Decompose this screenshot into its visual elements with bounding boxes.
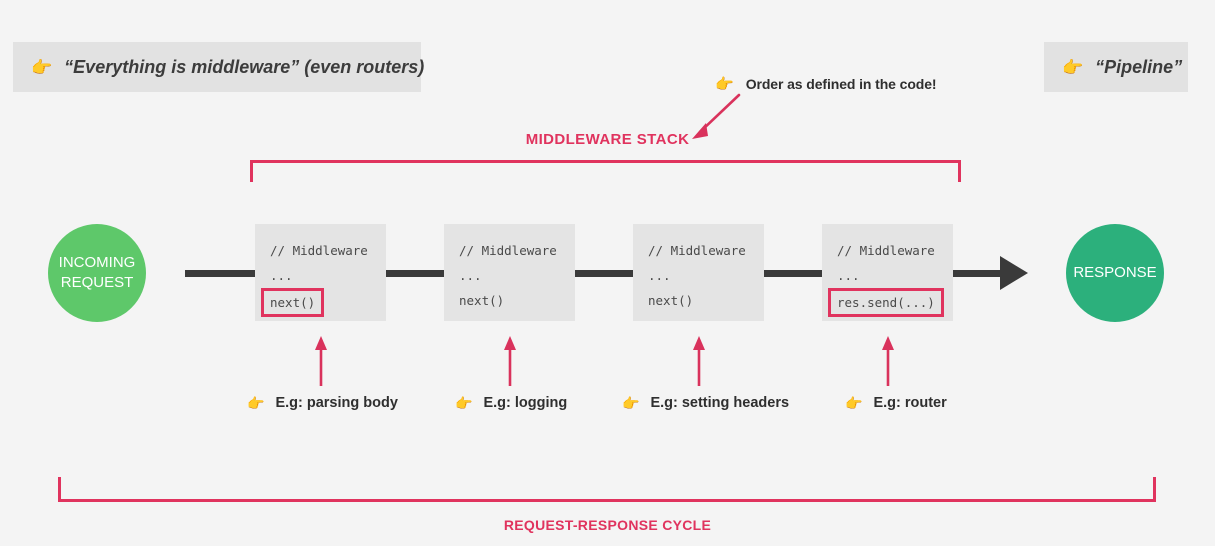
example-caption-3: 👉 E.g: setting headers	[622, 395, 789, 411]
connector-mw2-to-mw3	[575, 270, 633, 277]
example-caption-1-text: E.g: parsing body	[275, 395, 398, 411]
example-caption-1: 👉 E.g: parsing body	[247, 395, 398, 411]
middleware-1-comment: // Middleware	[270, 243, 368, 258]
middleware-block-2: // Middleware ... next()	[444, 224, 575, 321]
middleware-3-ellipsis: ...	[648, 268, 671, 283]
pointing-hand-icon: 👉	[715, 75, 734, 93]
example-caption-2-text: E.g: logging	[483, 395, 568, 411]
connector-mw3-to-mw4	[764, 270, 822, 277]
middleware-block-3: // Middleware ... next()	[633, 224, 764, 321]
middleware-4-comment: // Middleware	[837, 243, 935, 258]
middleware-3-comment: // Middleware	[648, 243, 746, 258]
example-caption-4-text: E.g: router	[873, 395, 947, 411]
example-caption-2: 👉 E.g: logging	[455, 395, 567, 411]
order-note-arrow-icon	[692, 93, 741, 139]
pointing-hand-icon: 👉	[1062, 57, 1084, 77]
pointing-hand-icon: 👉	[247, 395, 265, 411]
annotation-order-as-defined: 👉 Order as defined in the code!	[715, 76, 937, 92]
connector-incoming-to-mw1	[185, 270, 255, 277]
annotation-order-text: Order as defined in the code!	[745, 76, 937, 92]
connector-mw4-to-response	[953, 270, 1003, 277]
pointing-hand-icon: 👉	[455, 395, 473, 411]
callout-everything-is-middleware: 👉 “Everything is middleware” (even route…	[13, 42, 425, 92]
middleware-2-call: next()	[459, 293, 505, 308]
middleware-4-call: res.send(...)	[828, 288, 944, 317]
callout-everything-text: “Everything is middleware” (even routers…	[64, 56, 425, 77]
pipeline-arrow-head-icon	[1000, 256, 1028, 290]
middleware-1-ellipsis: ...	[270, 268, 293, 283]
callout-arrow-3-icon	[693, 336, 705, 386]
middleware-2-ellipsis: ...	[459, 268, 482, 283]
request-response-cycle-bracket	[58, 477, 1156, 502]
middleware-4-ellipsis: ...	[837, 268, 860, 283]
middleware-stack-title: MIDDLEWARE STACK	[525, 131, 690, 148]
middleware-3-call: next()	[648, 293, 694, 308]
callout-pipeline: 👉 “Pipeline”	[1044, 42, 1188, 92]
callout-pipeline-text: “Pipeline”	[1095, 56, 1183, 77]
incoming-request-node: INCOMING REQUEST	[48, 224, 146, 322]
request-response-cycle-title: REQUEST-RESPONSE CYCLE	[503, 517, 712, 533]
callout-arrow-4-icon	[882, 336, 894, 386]
response-node: RESPONSE	[1066, 224, 1164, 322]
callout-arrow-2-icon	[504, 336, 516, 386]
callout-arrow-1-icon	[315, 336, 327, 386]
pointing-hand-icon: 👉	[31, 57, 53, 77]
incoming-request-line2: REQUEST	[60, 274, 134, 291]
example-caption-3-text: E.g: setting headers	[650, 395, 790, 411]
pointing-hand-icon: 👉	[845, 395, 863, 411]
middleware-block-1: // Middleware ... next()	[255, 224, 386, 321]
connector-mw1-to-mw2	[386, 270, 444, 277]
middleware-block-4: // Middleware ... res.send(...)	[822, 224, 953, 321]
pointing-hand-icon: 👉	[622, 395, 640, 411]
response-label: RESPONSE	[1073, 264, 1157, 282]
middleware-stack-bracket	[250, 160, 961, 182]
incoming-request-line1: INCOMING	[58, 254, 136, 272]
middleware-2-comment: // Middleware	[459, 243, 557, 258]
middleware-1-call: next()	[261, 288, 325, 317]
example-caption-4: 👉 E.g: router	[845, 395, 947, 411]
